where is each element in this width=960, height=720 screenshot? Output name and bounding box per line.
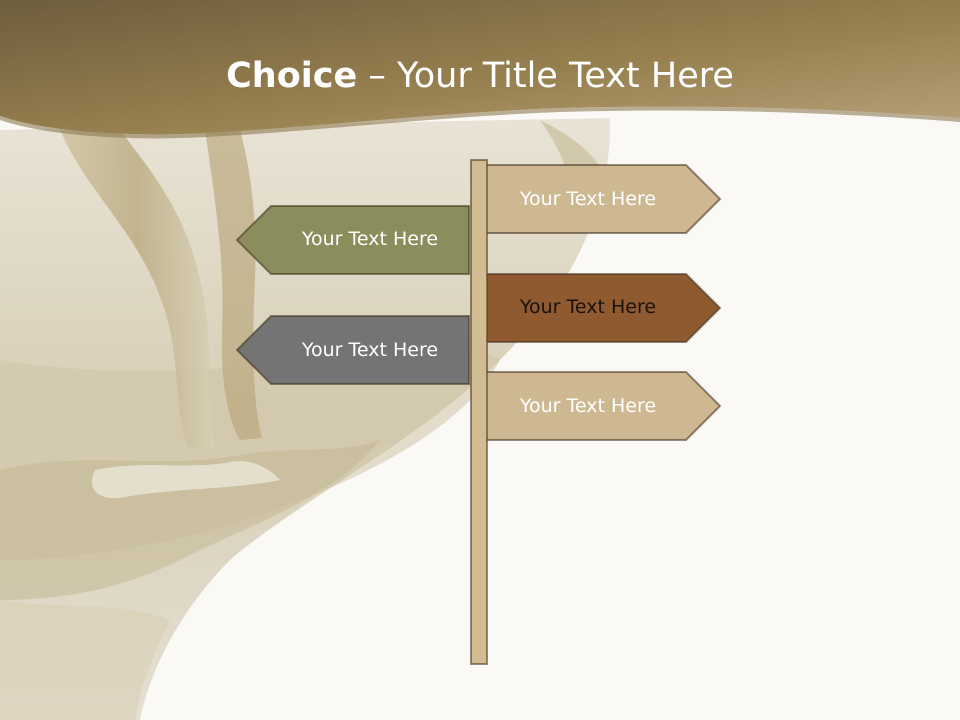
- header-wave-shade: [0, 106, 960, 139]
- slide-title[interactable]: Choice – Your Title Text Here: [0, 52, 960, 100]
- pour-stream-left: [60, 130, 215, 450]
- splash-highlight: [91, 461, 280, 499]
- header-band: [0, 0, 960, 135]
- title-bold-word: Choice: [226, 56, 358, 96]
- glass-rim-shape: [0, 345, 500, 560]
- sign-4-board[interactable]: [235, 315, 470, 385]
- title-text: – Your Title Text Here: [357, 56, 734, 96]
- pour-stream-center: [205, 130, 262, 440]
- signpost: [235, 159, 722, 665]
- liquid-bottom-shape: [0, 600, 170, 720]
- sign-1-label[interactable]: Your Text Here: [519, 188, 657, 210]
- sign-2-board[interactable]: [235, 205, 470, 275]
- sign-4-label[interactable]: Your Text Here: [301, 339, 439, 361]
- sign-5-label[interactable]: Your Text Here: [519, 395, 657, 417]
- signpost-pole: [470, 159, 488, 665]
- sign-3-label[interactable]: Your Text Here: [519, 296, 657, 318]
- sign-2-label[interactable]: Your Text Here: [301, 228, 439, 250]
